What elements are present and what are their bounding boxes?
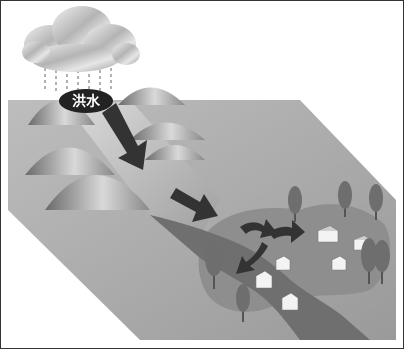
flood-label: 洪水 <box>59 89 113 113</box>
flood-label-text: 洪水 <box>72 93 101 110</box>
rain-cloud-icon <box>22 6 140 72</box>
hill-icon <box>118 88 185 106</box>
